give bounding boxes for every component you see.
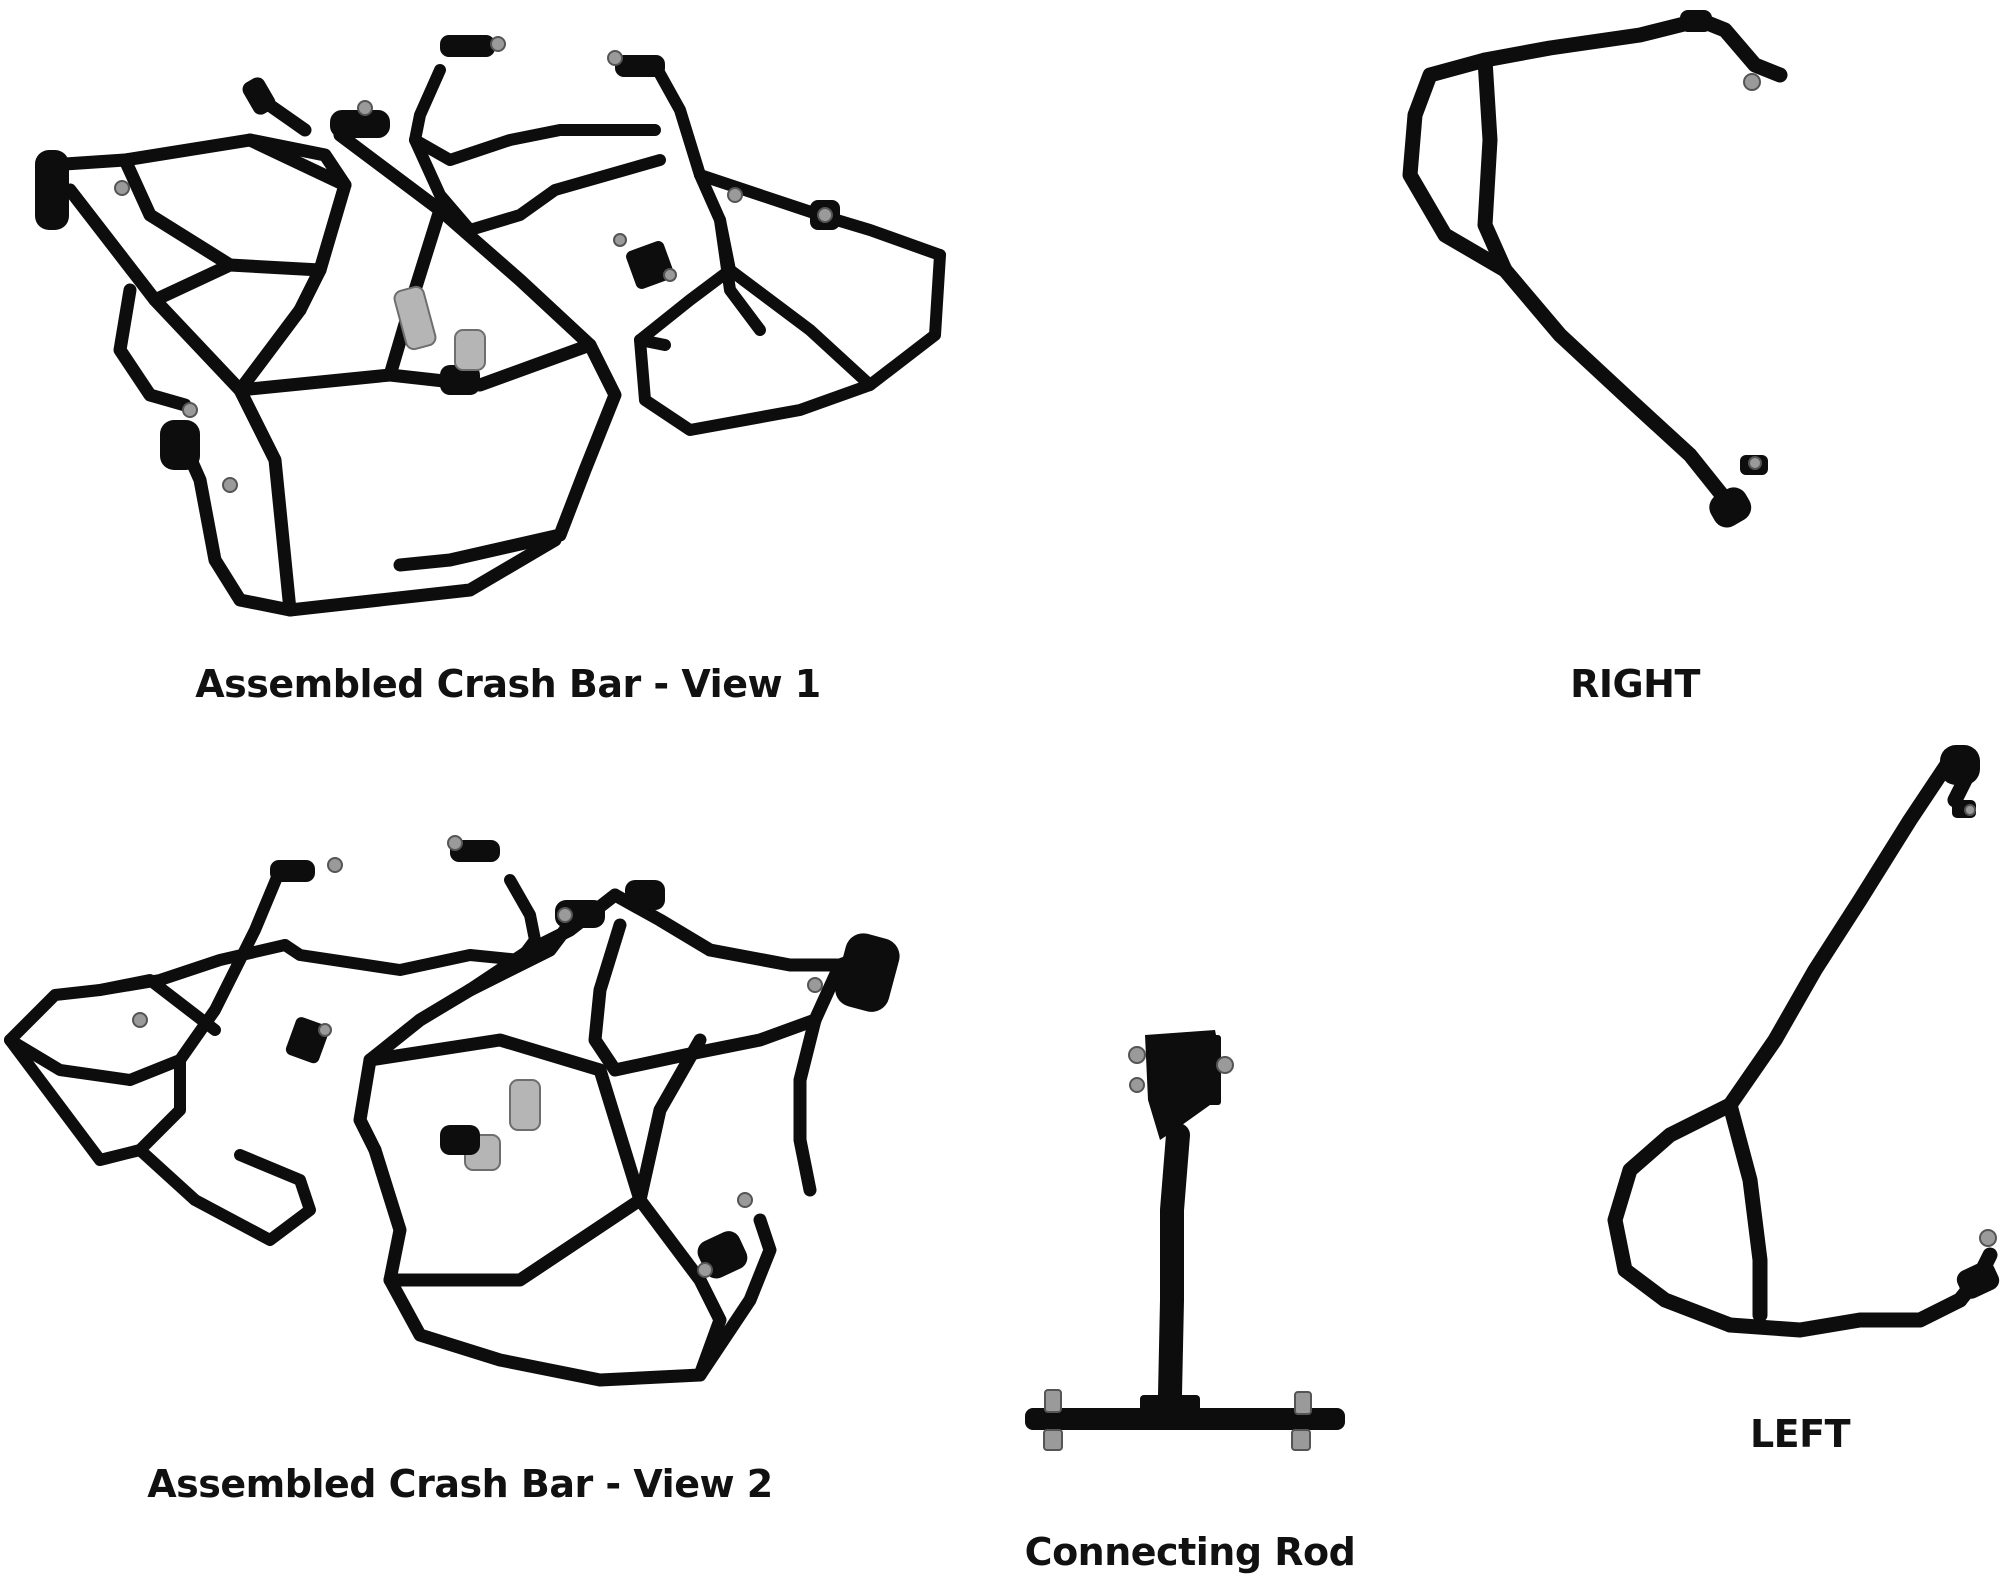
caption-right: RIGHT xyxy=(1570,662,1700,706)
panel-connecting-rod: Connecting Rod xyxy=(1000,1010,1400,1593)
panel-left: LEFT xyxy=(1560,740,2000,1540)
left-crash-bar-icon xyxy=(1607,745,2000,1338)
caption-left: LEFT xyxy=(1749,1412,1851,1456)
caption-view-2: Assembled Crash Bar - View 2 xyxy=(147,1462,773,1506)
panel-right: RIGHT xyxy=(1300,0,2000,720)
caption-connecting-rod: Connecting Rod xyxy=(1024,1530,1356,1574)
crash-bar-assembly-view-2-icon xyxy=(4,835,900,1387)
right-crash-bar-icon xyxy=(1402,10,1788,528)
panel-view-2: Assembled Crash Bar - View 2 xyxy=(0,780,1000,1540)
crash-bar-assembly-view-1-icon xyxy=(35,35,946,617)
caption-view-1: Assembled Crash Bar - View 1 xyxy=(195,662,821,706)
panel-view-1: Assembled Crash Bar - View 1 xyxy=(0,0,1000,720)
connecting-rod-icon xyxy=(1025,1030,1345,1451)
